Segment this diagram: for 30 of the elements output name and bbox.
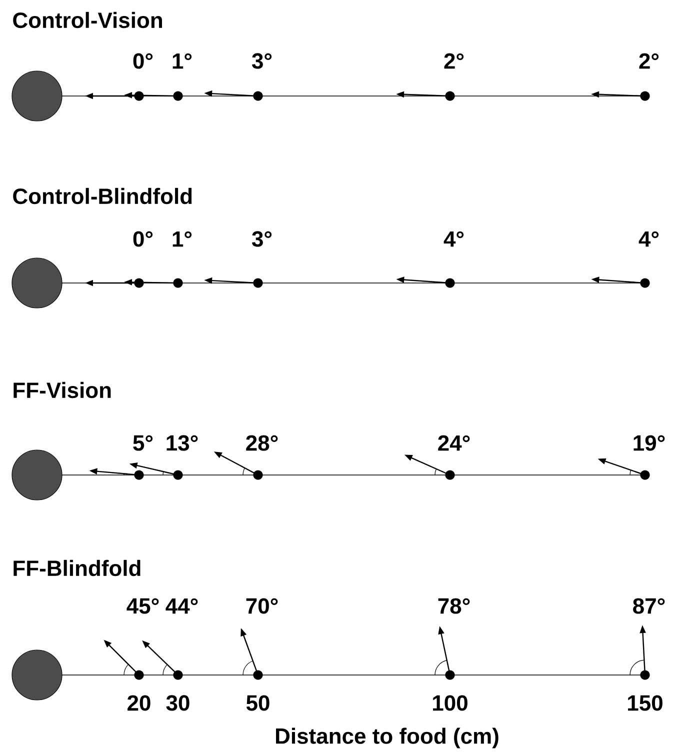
distance-label: 20	[128, 695, 150, 711]
angle-label: 3°	[252, 53, 272, 69]
angle-label: 5°	[133, 435, 153, 451]
angle-label: 87°	[633, 598, 665, 614]
angle-label: 0°	[133, 231, 153, 247]
angle-label: 45°	[126, 598, 159, 614]
panel-title: FF-Blindfold	[14, 560, 140, 576]
angle-label: 4°	[638, 231, 659, 247]
angle-label: 24°	[438, 435, 470, 451]
distance-label: 100	[433, 695, 468, 711]
angle-label: 3°	[252, 231, 272, 247]
distance-label: 50	[246, 695, 270, 711]
distance-label: 30	[166, 695, 190, 711]
angle-label: 78°	[438, 598, 470, 614]
angle-label: 0°	[133, 53, 153, 69]
distance-label: 150	[628, 695, 662, 711]
angle-label: 4°	[444, 231, 464, 247]
angle-label: 70°	[246, 598, 278, 614]
angle-label: 1°	[172, 53, 192, 69]
angle-label: 13°	[166, 435, 198, 451]
angle-label: 1°	[172, 231, 192, 247]
axis-title: Distance to food (cm)	[276, 728, 498, 748]
panel-title: Control-Blindfold	[13, 188, 192, 204]
angle-label: 44°	[166, 598, 198, 614]
angle-label: 19°	[634, 435, 665, 451]
angle-label: 2°	[444, 53, 464, 69]
panel-title: Control-Vision	[13, 12, 162, 28]
panel-title: FF-Vision	[14, 382, 111, 398]
angle-label: 2°	[639, 53, 659, 69]
angle-label: 28°	[246, 435, 278, 451]
